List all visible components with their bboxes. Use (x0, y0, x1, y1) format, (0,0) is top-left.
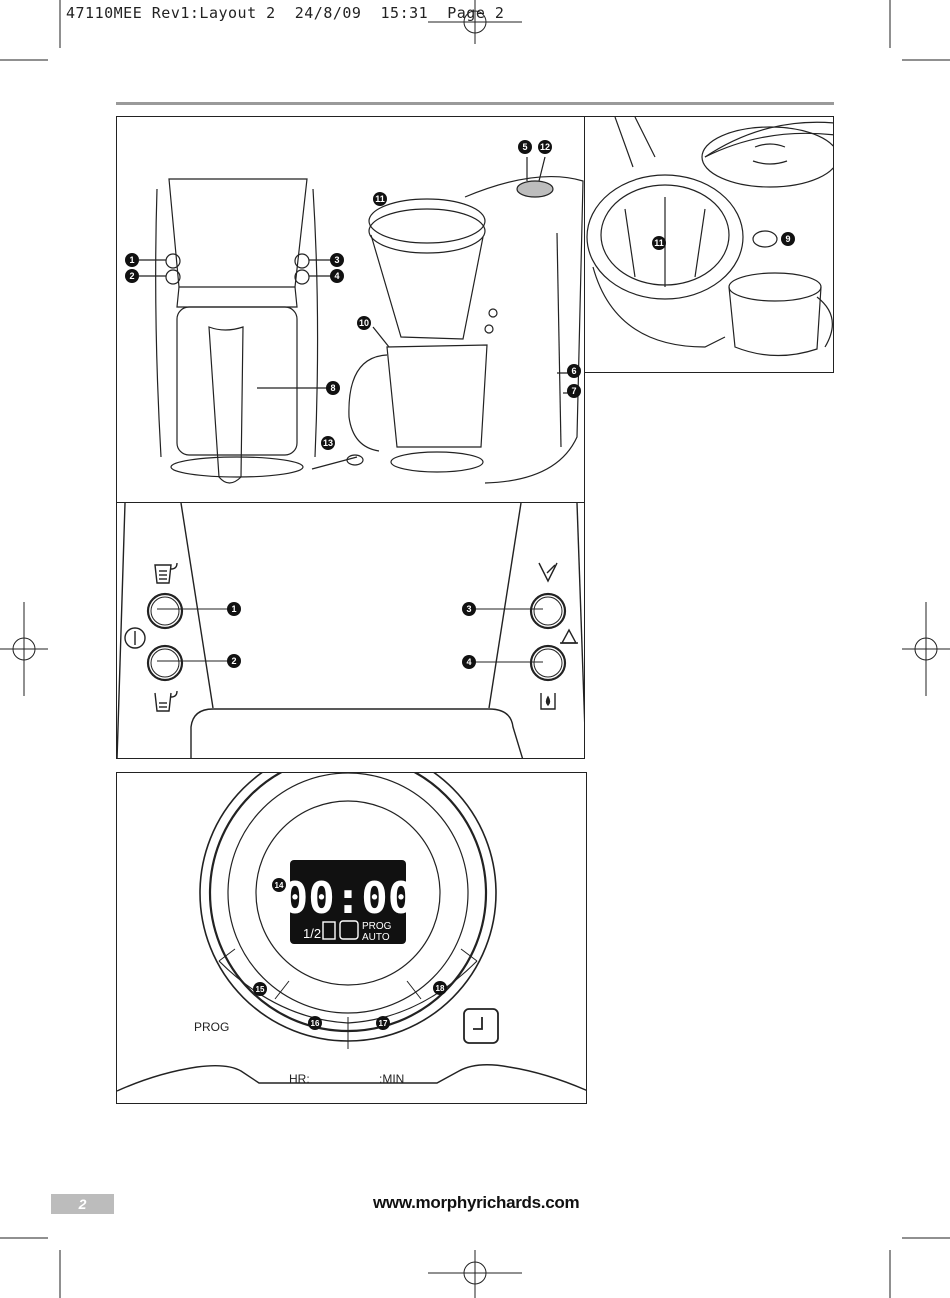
callout-4 (330, 269, 344, 283)
callout-14-label: 14 (275, 881, 284, 890)
prog-label: PROG (194, 1020, 229, 1034)
callout-13-label: 13 (323, 438, 333, 448)
clock-button-icon (463, 1008, 499, 1044)
callout-13 (321, 436, 335, 450)
aroma-button (529, 592, 567, 630)
lcd-auto-indicator: AUTO (362, 932, 390, 943)
controls-figure: 1 2 3 4 (116, 502, 585, 759)
lcd-jug-icon (322, 921, 336, 940)
hour-label: HR: (289, 1072, 310, 1086)
callout-10 (357, 316, 371, 330)
coffee-maker-illustration (139, 156, 584, 484)
callout-15 (253, 982, 267, 996)
callout-2 (125, 269, 139, 283)
timer-figure: 00:00 1/2 PROG AUTO PROG HR: :MIN 14 15 … (116, 772, 587, 1104)
control-panel-illustration: 1 2 3 4 (117, 503, 584, 758)
callout-17 (376, 1016, 390, 1030)
page-number: 2 (51, 1194, 114, 1214)
callout-2 (227, 654, 241, 668)
lcd-prog-indicator: PROG (362, 921, 392, 932)
callout-18 (433, 981, 447, 995)
callout-12 (538, 140, 552, 154)
callout-11 (652, 236, 666, 250)
callout-10-label: 10 (359, 318, 369, 328)
lcd-digits: 00:00 (282, 873, 414, 924)
callout-3 (462, 602, 476, 616)
callout-8-label: 8 (330, 383, 335, 393)
website-url: www.morphyrichards.com (373, 1193, 580, 1212)
callout-12-label: 12 (540, 142, 550, 152)
callout-1-label: 1 (231, 604, 236, 614)
callout-3-label: 3 (334, 255, 339, 265)
filter-illustration (586, 117, 833, 357)
filter-figure: 11 9 (584, 116, 834, 373)
callout-9 (781, 232, 795, 246)
callout-3-label: 3 (466, 604, 471, 614)
callout-5 (518, 140, 532, 154)
callout-11-label: 11 (654, 238, 664, 248)
aroma-icon (538, 562, 558, 583)
callout-16-label: 16 (311, 1019, 320, 1028)
callout-15-label: 15 (256, 985, 265, 994)
callout-5-label: 5 (522, 142, 527, 152)
callout-4-label: 4 (466, 657, 471, 667)
callout-2-label: 2 (231, 656, 236, 666)
callout-9-label: 9 (785, 234, 790, 244)
callout-1 (125, 253, 139, 267)
callout-17-label: 17 (379, 1019, 388, 1028)
callout-4-label: 4 (334, 271, 339, 281)
callout-8 (326, 381, 340, 395)
callout-11 (373, 192, 387, 206)
callout-2-label: 2 (129, 271, 134, 281)
header-rule (116, 102, 834, 105)
lcd-display (290, 860, 406, 944)
callout-14 (272, 878, 286, 892)
full-jug-icon (154, 562, 178, 584)
callout-3 (330, 253, 344, 267)
water-level-icon (540, 693, 556, 710)
callout-7 (567, 384, 581, 398)
callout-1-label: 1 (129, 255, 134, 265)
callout-6-label: 6 (571, 366, 576, 376)
print-slug: 47110MEE Rev1:Layout 2 24/8/09 15:31 Pag… (66, 4, 505, 22)
warning-icon (560, 628, 578, 644)
timer-illustration: 00:00 1/2 PROG AUTO PROG HR: :MIN 14 15 … (117, 773, 586, 1092)
half-jug-button (146, 644, 184, 682)
callout-16 (308, 1016, 322, 1030)
lcd-half-indicator: 1/2 (303, 926, 321, 941)
callout-6 (567, 364, 581, 378)
callout-18-label: 18 (436, 984, 445, 993)
overview-callouts: 1 2 3 4 5 6 7 8 10 11 12 13 (125, 140, 581, 450)
descale-button (529, 644, 567, 682)
callout-4 (462, 655, 476, 669)
overview-figure: 1 2 3 4 5 6 7 8 10 11 12 13 (116, 116, 585, 503)
filter-callouts: 11 9 (652, 232, 795, 250)
full-jug-button (146, 592, 184, 630)
callout-7-label: 7 (571, 386, 576, 396)
minute-label: :MIN (379, 1072, 404, 1086)
half-jug-icon (154, 690, 178, 712)
power-icon (124, 627, 146, 649)
callout-11-label: 11 (375, 194, 385, 204)
callout-1 (227, 602, 241, 616)
lcd-clock-icon (339, 920, 359, 940)
